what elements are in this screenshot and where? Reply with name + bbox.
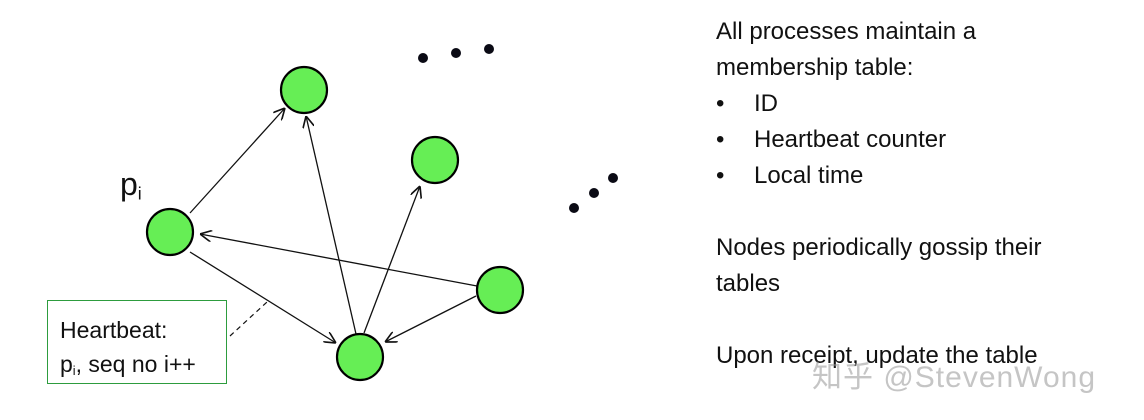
callout-connector	[229, 301, 268, 337]
node-mid	[410, 135, 460, 185]
list-item: Heartbeat counter	[716, 122, 1136, 158]
edge-right-to-bottom	[385, 295, 477, 342]
edge-bottom-to-mid	[363, 186, 420, 334]
gossip-diagram	[145, 44, 618, 382]
list-item: ID	[716, 86, 1136, 122]
edge-pi-to-bottom	[189, 251, 336, 343]
gossip-text-line2: tables	[716, 270, 781, 297]
ellipsis-dots-right	[569, 173, 618, 213]
heartbeat-title: Heartbeat:	[60, 317, 168, 343]
intro-text-line2: membership table:	[716, 54, 914, 81]
gossip-text-line1: Nodes periodically gossip their	[716, 234, 1042, 261]
edge-right-to-pi	[200, 234, 478, 287]
edge-bottom-to-top	[306, 116, 357, 335]
heartbeat-detail: pi, seq no i++	[60, 351, 196, 379]
node-pi	[145, 207, 195, 257]
ellipsis-dots-top	[418, 44, 494, 63]
heartbeat-callout: Heartbeat: pi, seq no i++	[47, 300, 227, 384]
watermark: 知乎 @StevenWong	[812, 361, 1097, 394]
node-bottom	[335, 332, 385, 382]
membership-fields-list: ID Heartbeat counter Local time	[716, 86, 1136, 194]
node-label-pi: pi	[120, 166, 142, 204]
intro-text-line1: All processes maintain a	[716, 18, 977, 45]
edge-pi-to-top	[189, 108, 285, 214]
node-top	[279, 65, 329, 115]
list-item: Local time	[716, 158, 1136, 194]
receipt-text: Upon receipt, update the table	[716, 342, 1038, 369]
explanation-panel: All processes maintain a membership tabl…	[716, 14, 1136, 374]
node-right	[475, 265, 525, 315]
